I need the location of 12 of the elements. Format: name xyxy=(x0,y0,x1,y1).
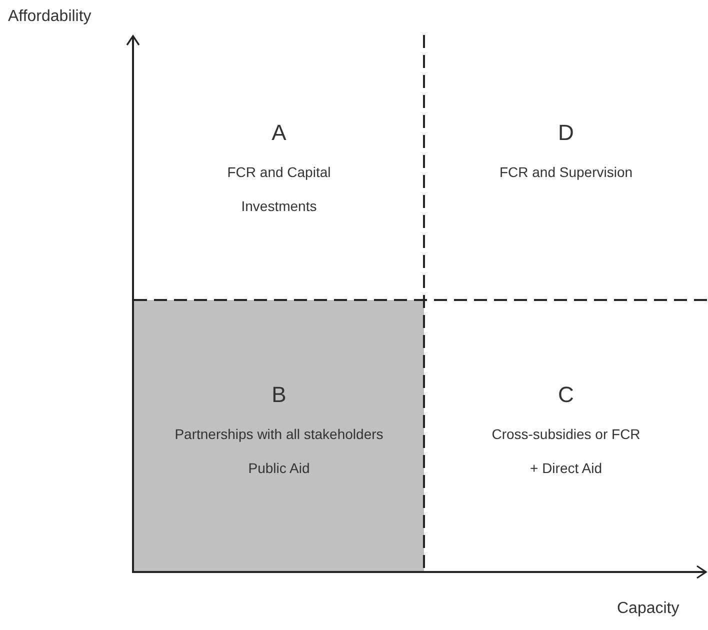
quadrant-text: FCR and Capital Investments xyxy=(226,163,332,216)
axis-label: Affordability xyxy=(8,8,92,26)
quadrant-text: Partnerships with all stakeholders xyxy=(174,425,384,444)
shaded-quadrant xyxy=(134,300,424,571)
quadrant-letter: C xyxy=(557,382,575,408)
quadrant-text: FCR and Supervision xyxy=(498,163,634,182)
quadrant-text: Public Aid xyxy=(247,459,311,478)
quadrant-text: Cross-subsidies or FCR + Direct Aid xyxy=(491,425,641,478)
quadrant-letter: A xyxy=(270,120,288,146)
quadrant-letter: B xyxy=(270,382,288,408)
axis-label: Capacity xyxy=(617,600,680,618)
quadrant-letter: D xyxy=(557,120,575,146)
